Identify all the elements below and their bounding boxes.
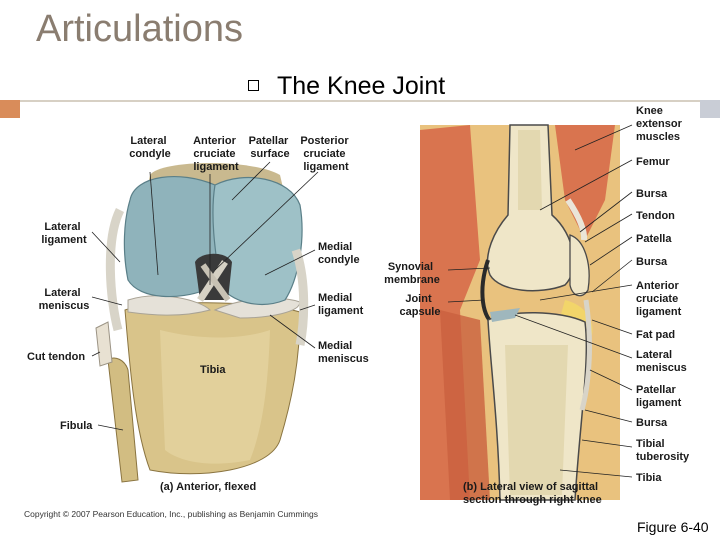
label-patellar-ligament: Patellar ligament: [636, 384, 682, 409]
label-fat-pad: Fat pad: [636, 329, 675, 341]
label-bursa-1: Bursa: [636, 188, 668, 200]
anterior-knee-illustration: [95, 162, 309, 483]
label-joint-capsule: Joint capsule: [400, 293, 441, 318]
label-patellar-surface: Patellar surface: [249, 135, 292, 160]
label-bursa-3: Bursa: [636, 417, 668, 429]
label-tibial-tuberosity: Tibial tuberosity: [636, 438, 690, 463]
label-tendon: Tendon: [636, 210, 675, 222]
label-lateral-meniscus-a: Lateral meniscus: [39, 287, 90, 312]
bullet-icon: [248, 80, 259, 91]
copyright-notice: Copyright © 2007 Pearson Education, Inc.…: [24, 509, 319, 519]
label-fibula: Fibula: [60, 420, 93, 432]
label-cut-tendon: Cut tendon: [27, 351, 85, 363]
label-anterior-cruciate-a: Anterior cruciate ligament: [193, 135, 239, 173]
slide-title: Articulations: [36, 8, 243, 50]
label-synovial-membrane: Synovial membrane: [384, 261, 440, 286]
label-posterior-cruciate: Posterior cruciate ligament: [300, 135, 351, 173]
accent-bar-right: [700, 100, 720, 118]
label-lateral-condyle: Lateral condyle: [129, 135, 171, 160]
slide-subtitle: The Knee Joint: [277, 72, 446, 100]
figure-label: Figure 6-40: [637, 519, 709, 535]
label-medial-ligament: Medial ligament: [318, 292, 364, 317]
label-tibia-a: Tibia: [200, 364, 226, 376]
caption-panel-a: (a) Anterior, flexed: [160, 481, 256, 493]
label-medial-meniscus: Medial meniscus: [318, 340, 369, 365]
label-tibia-b: Tibia: [636, 472, 662, 484]
panel-b-leader-lines: [447, 124, 633, 478]
label-medial-condyle: Medial condyle: [318, 241, 360, 266]
title-divider: [20, 100, 700, 102]
label-patella: Patella: [636, 233, 672, 245]
label-femur: Femur: [636, 156, 670, 168]
panel-a-leader-lines: [91, 161, 319, 431]
label-bursa-2: Bursa: [636, 256, 668, 268]
label-anterior-cruciate-b: Anterior cruciate ligament: [636, 280, 682, 318]
caption-panel-b: (b) Lateral view of sagittal section thr…: [463, 481, 602, 506]
label-lateral-meniscus-b: Lateral meniscus: [636, 349, 687, 374]
accent-bar-left: [0, 100, 20, 118]
label-knee-extensor-muscles: Knee extensor muscles: [636, 105, 685, 143]
label-lateral-ligament: Lateral ligament: [41, 221, 87, 246]
sagittal-knee-illustration: [420, 124, 620, 501]
